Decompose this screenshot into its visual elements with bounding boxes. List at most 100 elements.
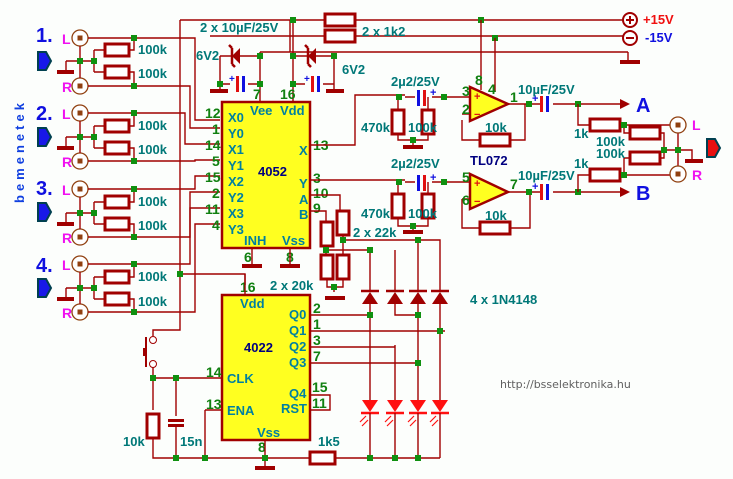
channel-number: 3. xyxy=(36,178,53,200)
channel-number: 4. xyxy=(36,255,53,277)
svg-text:+: + xyxy=(229,74,235,85)
pin-number: 3 xyxy=(313,170,321,186)
resistor-label: 100k xyxy=(138,118,168,133)
jack-right xyxy=(71,303,89,321)
resistor-label: 10k xyxy=(485,120,507,135)
diode-1n4148-icon xyxy=(361,289,379,304)
pulldown-label: 2 x 20k xyxy=(270,278,314,293)
output-arrow-icon xyxy=(706,138,722,158)
pin-number: 6 xyxy=(244,249,252,265)
pin-number: 15 xyxy=(312,379,328,395)
resistor-label: 100k xyxy=(138,66,168,81)
power-section: 2 x 10µF/25V 2 x 1k2 6V2 6V2 + + +15V -1… xyxy=(178,12,674,285)
pin-number: 11 xyxy=(312,395,327,411)
svg-text:−: − xyxy=(474,109,480,121)
output-a-label: A xyxy=(636,95,650,117)
pin-name: X xyxy=(299,143,308,158)
pin-name: Q3 xyxy=(289,355,306,370)
resistor-label: 100k xyxy=(596,146,626,161)
pin-number: 12 xyxy=(205,105,221,121)
cap-label: 2µ2/25V xyxy=(391,156,440,171)
jack-right xyxy=(71,152,89,170)
jack-right-label: R xyxy=(62,230,72,246)
pin-name: Y2 xyxy=(228,190,244,205)
input-arrow-icon xyxy=(37,127,52,147)
pin-name: INH xyxy=(244,233,266,248)
ic-name: 4052 xyxy=(258,164,287,179)
svg-text:+: + xyxy=(474,178,480,190)
out-jack-left xyxy=(669,116,687,134)
input-channel-4: 4. L R 100k 100k xyxy=(36,207,220,321)
pin-number: 7 xyxy=(253,86,261,102)
diodes-label: 4 x 1N4148 xyxy=(470,292,537,307)
pin-number: 8 xyxy=(258,439,266,455)
pin-name: Q2 xyxy=(289,339,306,354)
jack-left-label: L xyxy=(62,182,71,198)
minus-15v-label: -15V xyxy=(645,30,673,45)
pin-number: 2 xyxy=(462,101,470,117)
pin-name: Y3 xyxy=(228,222,244,237)
pin-number: 14 xyxy=(205,137,221,153)
jack-right-label: R xyxy=(692,167,702,183)
jack-right xyxy=(71,228,89,246)
pin-name: X3 xyxy=(228,206,244,221)
cap-label: 2µ2/25V xyxy=(391,74,440,89)
jack-left-label: L xyxy=(62,257,71,273)
output-section: L R 1k 1k 100k 100k xyxy=(574,104,722,192)
inputs-vertical-label: bemenetek xyxy=(12,99,27,203)
pin-name: CLK xyxy=(227,371,254,386)
input-channel-1: 1. L R 100k 100k xyxy=(36,25,220,129)
jack-left-label: L xyxy=(692,117,701,133)
divider-label: 2 x 22k xyxy=(353,225,397,240)
pin-name: X2 xyxy=(228,174,244,189)
jack-right-label: R xyxy=(62,79,72,95)
diode-1n4148-icon xyxy=(386,289,404,304)
resistor-1k2-bottom xyxy=(323,28,357,44)
input-section: bemenetek 1. L R 100k 100k 2. L R xyxy=(12,25,220,321)
website-url[interactable]: http://bsselektronika.hu xyxy=(500,378,631,391)
resistor-label: 470k xyxy=(361,206,391,221)
jack-right-label: R xyxy=(62,154,72,170)
svg-text:+: + xyxy=(430,87,436,99)
pushbutton-icon[interactable] xyxy=(143,336,157,368)
diode-1n4148-icon xyxy=(431,289,449,304)
pin-number: 3 xyxy=(313,332,321,348)
pin-name: Vdd xyxy=(240,296,265,311)
pin-number: 10 xyxy=(313,185,329,201)
pin-number: 15 xyxy=(205,169,221,185)
diode-1n4148-icon xyxy=(409,289,427,304)
resistor-label: 100k xyxy=(408,206,438,221)
input-arrow-icon xyxy=(37,278,52,298)
pin-number: 9 xyxy=(313,200,321,216)
pin-number: 6 xyxy=(462,192,470,208)
pin-number: 2 xyxy=(212,185,220,201)
jack-left xyxy=(71,255,89,273)
mux-4052: 4052 X0 Y0 X1 Y1 X2 Y2 X3 Y3 12 1 14 5 1… xyxy=(205,86,405,268)
svg-text:+: + xyxy=(532,93,538,105)
pin-name: Y0 xyxy=(228,126,244,141)
resistor-label: 100k xyxy=(138,294,168,309)
pin-number: 7 xyxy=(510,176,518,192)
svg-text:+: + xyxy=(532,181,538,193)
pin-number: 16 xyxy=(280,86,296,102)
pin-number: 11 xyxy=(205,201,220,217)
cap-label: 10µF/25V xyxy=(518,168,575,183)
pin-number: 4 xyxy=(488,81,496,97)
svg-text:+: + xyxy=(474,91,480,103)
pin-number: 8 xyxy=(475,72,483,88)
pin-name: Vdd xyxy=(280,103,305,118)
capacitor-label: 15n xyxy=(180,434,202,449)
input-arrow-icon xyxy=(37,202,52,222)
pin-name: Q4 xyxy=(289,386,307,401)
resistor-label: 100k xyxy=(596,134,626,149)
resistor-label: 100k xyxy=(408,120,438,135)
pin-number: 2 xyxy=(313,300,321,316)
input-channel-2: 2. L R 100k 100k xyxy=(36,103,220,170)
resistor-label: 100k xyxy=(138,269,168,284)
svg-text:+: + xyxy=(430,172,436,184)
pin-name: X0 xyxy=(228,110,244,125)
plus-15v-label: +15V xyxy=(643,12,674,27)
resistor-label: 100k xyxy=(138,218,168,233)
pin-number: 3 xyxy=(462,83,470,99)
